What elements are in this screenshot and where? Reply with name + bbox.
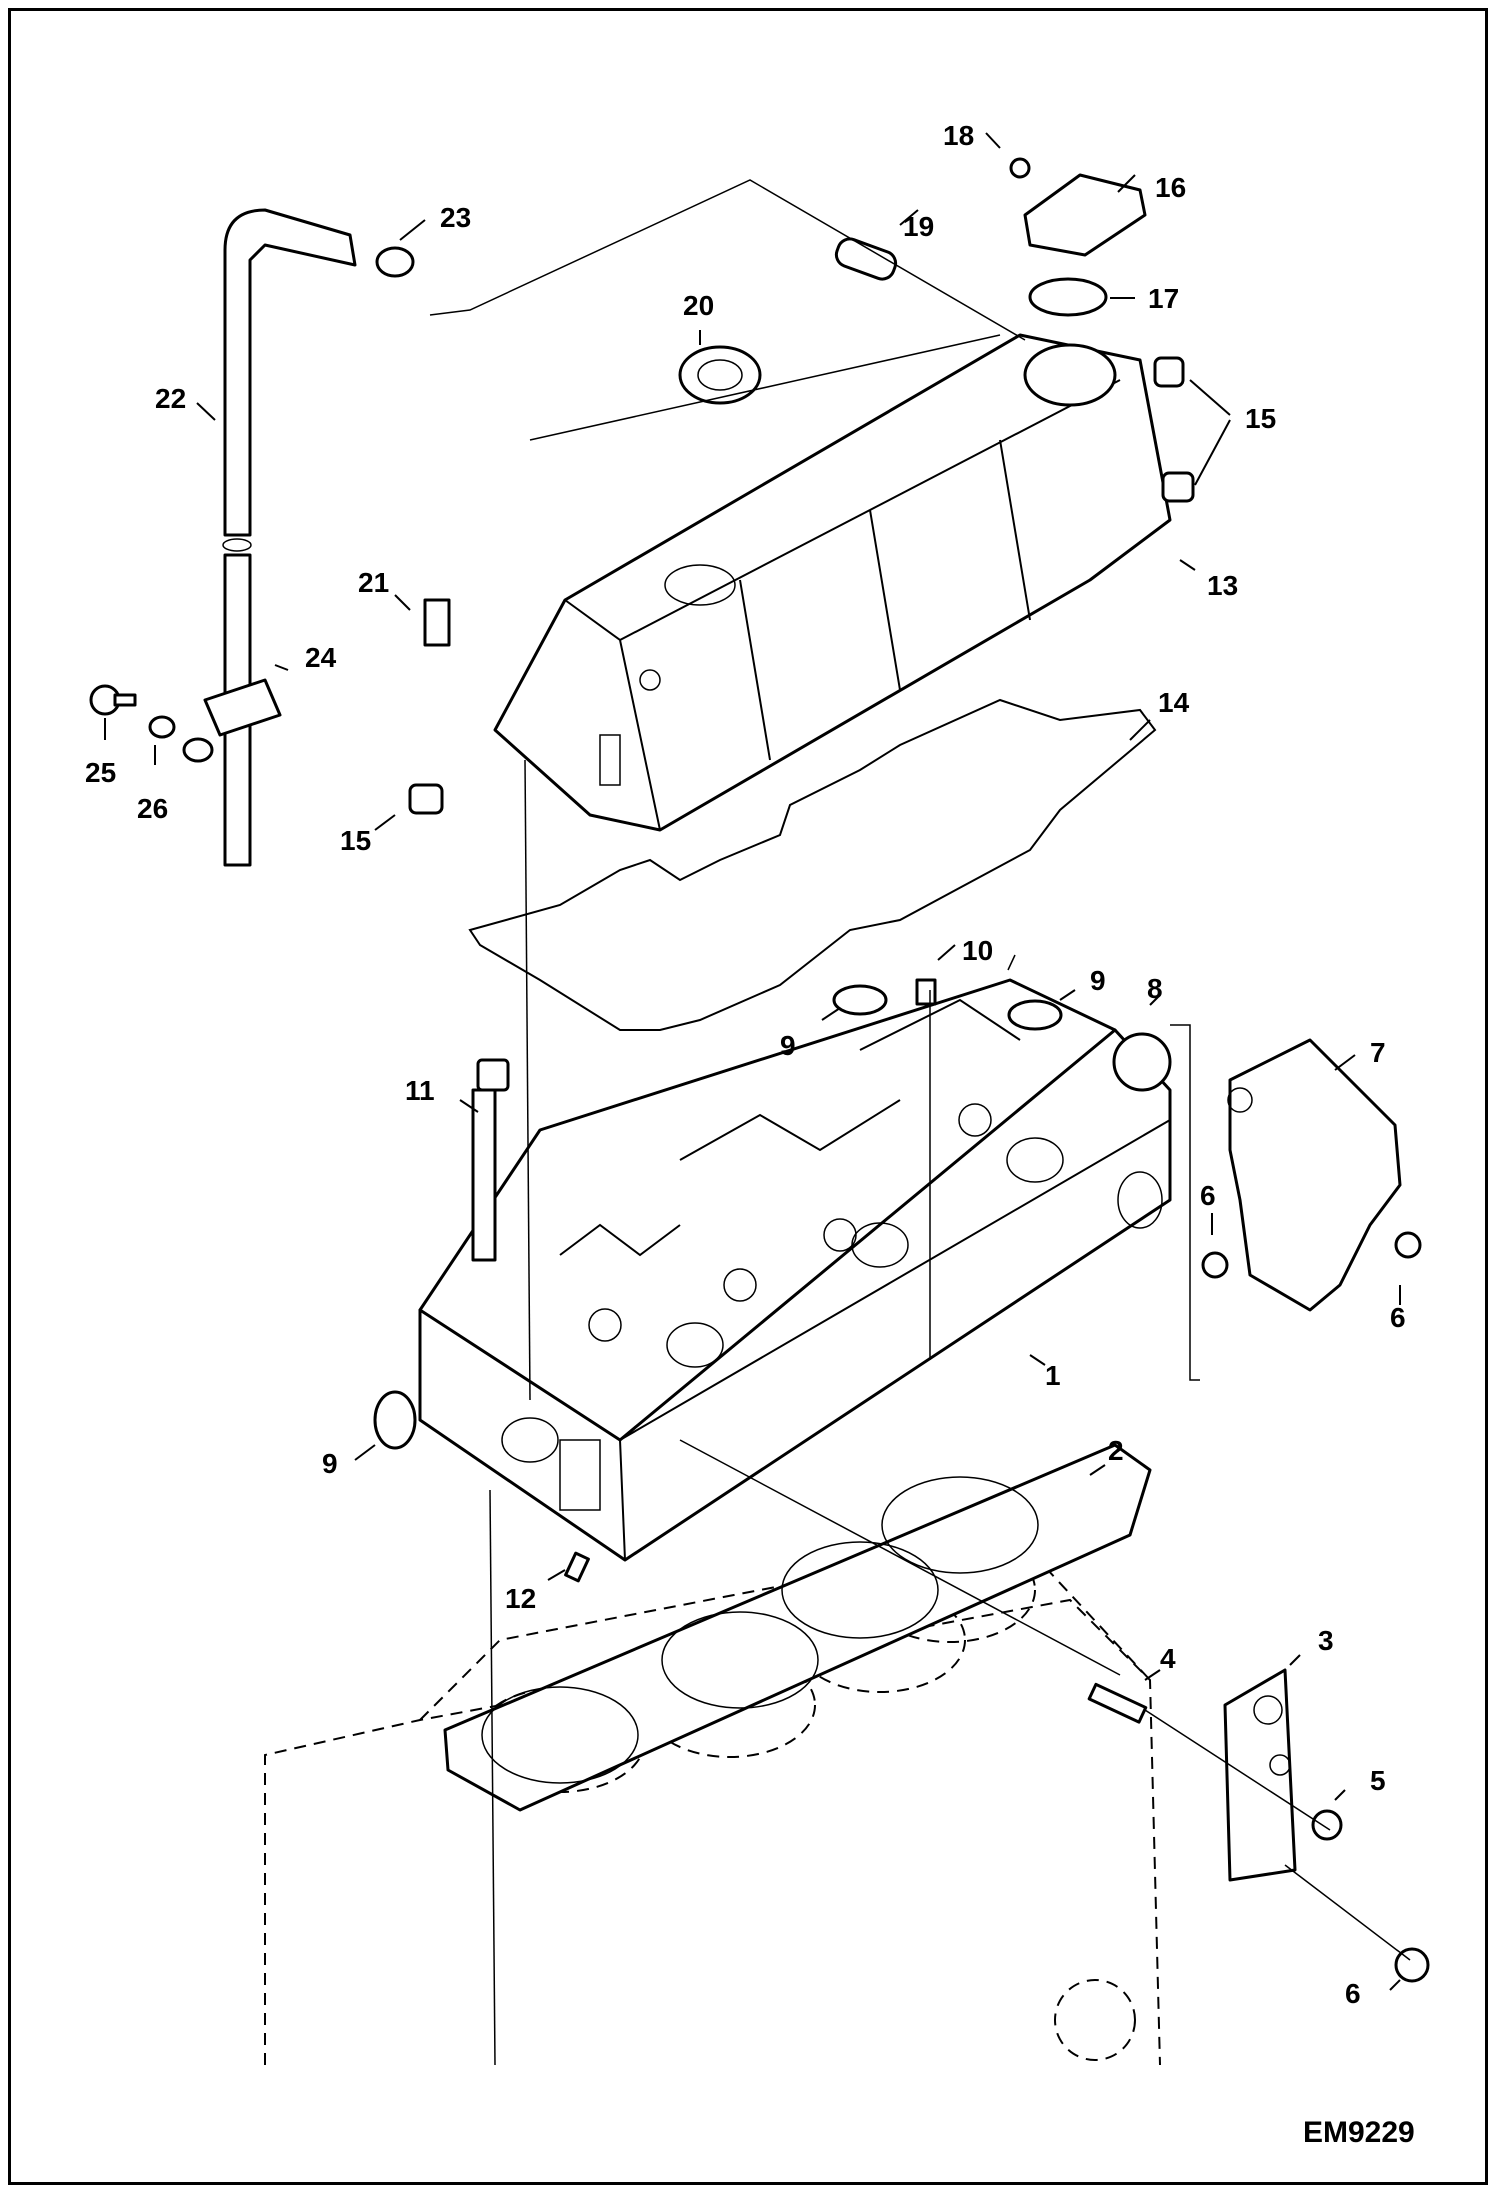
screw-18 [1009, 157, 1031, 179]
dowel-19 [834, 237, 898, 281]
rocker-cover-gasket [468, 698, 1157, 1031]
o-ring-17 [1028, 277, 1108, 317]
plate-3 [1223, 1668, 1297, 1882]
grommet-15-top [1153, 356, 1185, 388]
diagram-code: EM9229 [1303, 2116, 1415, 2149]
callout-8: 8 [1147, 973, 1163, 1004]
stud-4 [1087, 1682, 1148, 1724]
plug-12 [564, 1551, 590, 1583]
callout-11: 11 [405, 1075, 435, 1106]
callout-14: 14 [1158, 687, 1190, 718]
callout-13: 13 [1207, 570, 1238, 601]
plug-9-c [373, 1390, 417, 1450]
head-gasket [443, 1443, 1152, 1812]
callout-23: 23 [440, 202, 471, 233]
leader-lines [104, 132, 1401, 1991]
callout-19: 19 [903, 211, 934, 242]
bolt-21 [423, 598, 451, 647]
rocker-cover [493, 333, 1172, 832]
bolt-6-c [1394, 1947, 1430, 1983]
callout-9b: 9 [1090, 965, 1106, 996]
callout-9a: 9 [780, 1030, 796, 1061]
cap-16 [1023, 173, 1147, 257]
bracket-7 [1228, 1038, 1402, 1312]
plug-9-b [1007, 999, 1063, 1031]
callout-21: 21 [358, 567, 389, 598]
callout-20: 20 [683, 290, 714, 321]
callout-17: 17 [1148, 283, 1179, 314]
callout-25: 25 [85, 757, 116, 788]
seal-20 [678, 345, 762, 405]
grommet-15-left [408, 783, 444, 815]
bolt-6-a [1201, 1251, 1229, 1279]
callout-12: 12 [505, 1583, 536, 1614]
callout-1: 1 [1045, 1360, 1061, 1391]
callout-3: 3 [1318, 1625, 1334, 1656]
callout-18: 18 [943, 120, 974, 151]
callout-24: 24 [305, 642, 337, 673]
guide-lines [429, 179, 1411, 2066]
callout-16: 16 [1155, 172, 1186, 203]
bolt-11 [471, 1088, 497, 1262]
callout-9c: 9 [322, 1448, 338, 1479]
bolt-6-b [1394, 1231, 1422, 1259]
callout-10: 10 [962, 935, 993, 966]
hose-clamp [375, 246, 415, 278]
callout-labels: 1 2 3 4 5 6 6 6 7 8 9 9 9 10 11 12 13 14… [85, 120, 1406, 2009]
nut-5 [1311, 1809, 1343, 1841]
callout-2: 2 [1108, 1435, 1124, 1466]
breather-tube [89, 208, 415, 867]
callout-15a: 15 [1245, 403, 1276, 434]
plug-9-a [832, 984, 888, 1016]
callout-6b: 6 [1390, 1302, 1406, 1333]
callout-5: 5 [1370, 1765, 1386, 1796]
washer-26 [148, 715, 176, 739]
callout-22: 22 [155, 383, 186, 414]
diagram-frame [8, 8, 1488, 2185]
cylinder-head [418, 978, 1172, 1562]
callout-7: 7 [1370, 1037, 1386, 1068]
plug-8 [1112, 1032, 1172, 1092]
plug-10 [915, 978, 937, 1006]
tube-bracket [203, 678, 282, 737]
callout-6c: 6 [1345, 1978, 1361, 2009]
callout-4: 4 [1160, 1643, 1176, 1674]
grommet-15-right [1161, 471, 1195, 503]
callout-6a: 6 [1200, 1180, 1216, 1211]
callout-26: 26 [137, 793, 168, 824]
callout-15b: 15 [340, 825, 371, 856]
